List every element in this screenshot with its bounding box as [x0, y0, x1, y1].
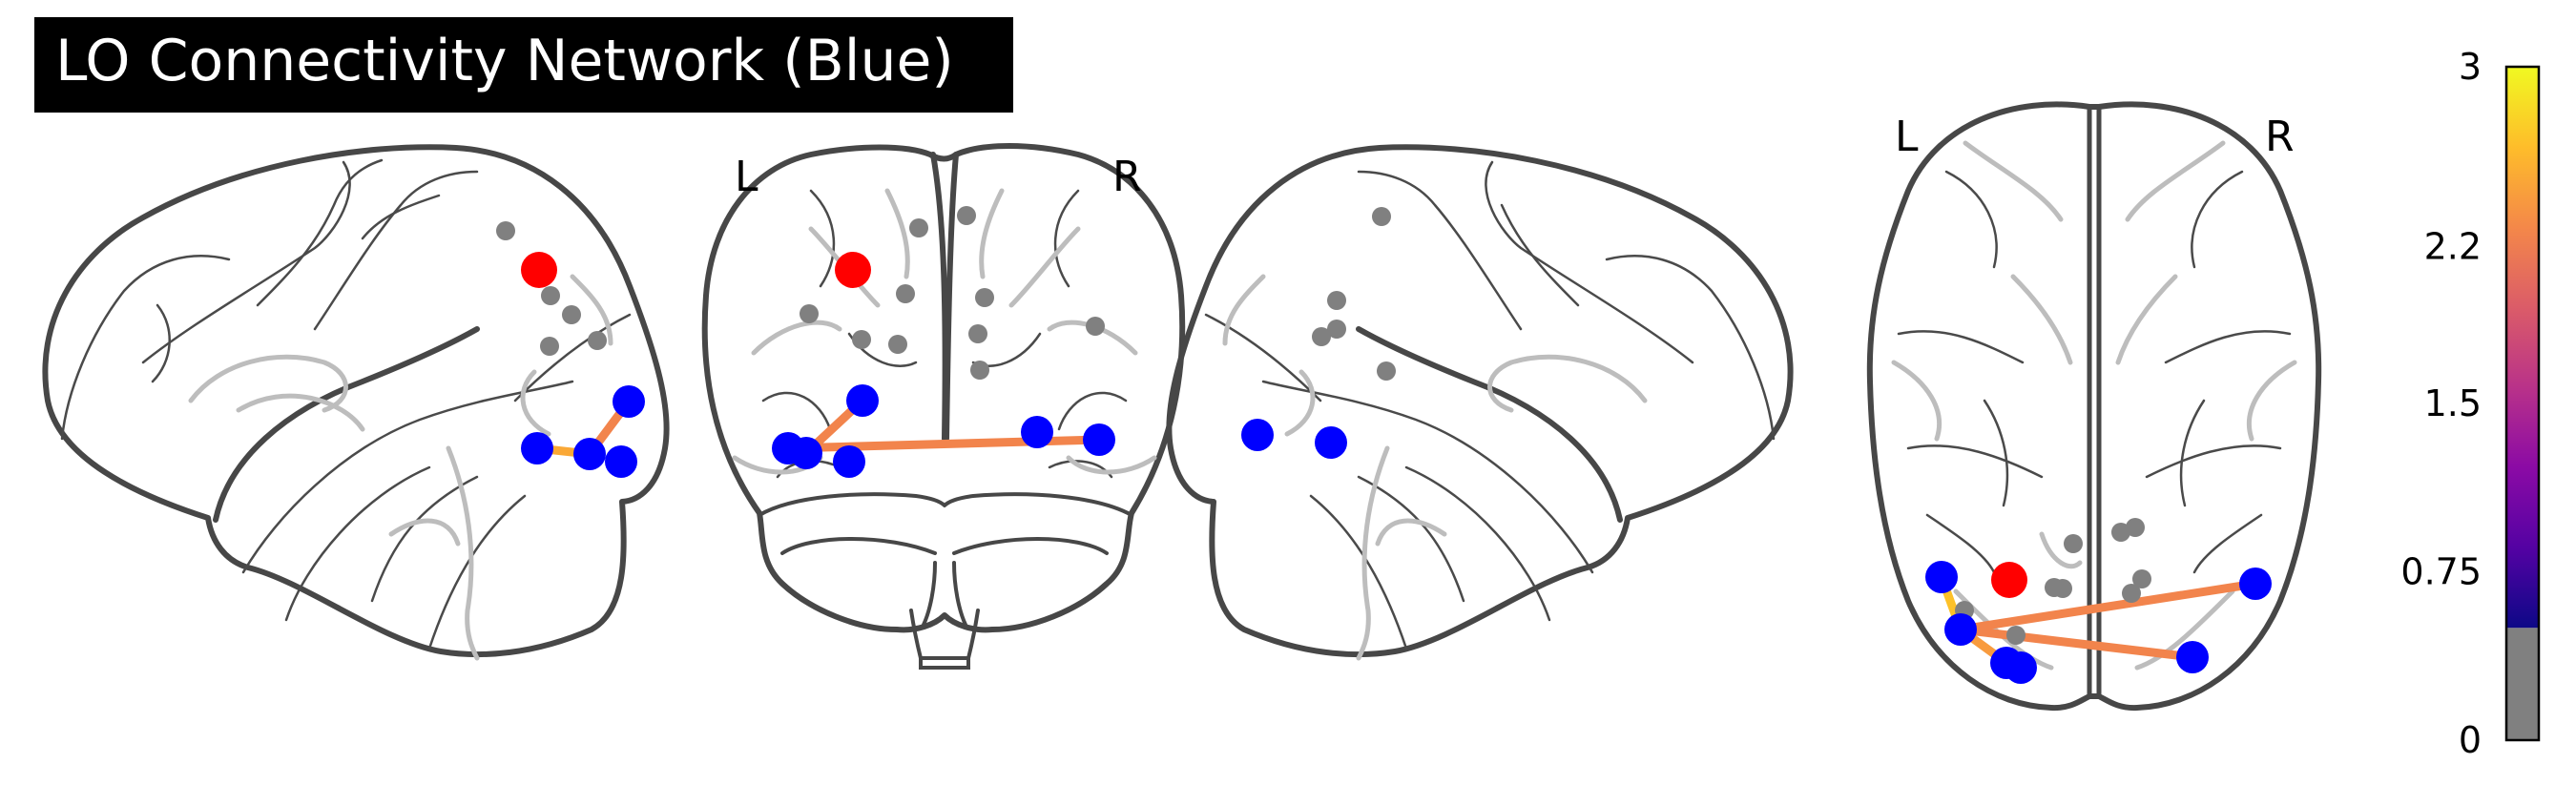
coronal-left-label: L — [735, 153, 758, 201]
coronal-sulci-light — [732, 188, 1157, 475]
sagittal-right-node-member-0 — [1241, 419, 1274, 451]
sagittal-right-outline — [1166, 144, 1794, 658]
coronal-outline — [701, 143, 1186, 633]
sagittal-left-sulci-dark — [60, 158, 632, 650]
coronal-edge-0 — [783, 435, 1104, 453]
coronal-node-member-2 — [790, 437, 822, 469]
axial-outline — [1866, 101, 2322, 712]
axial-edge-0 — [1956, 579, 2260, 634]
coronal-node-member-4 — [846, 384, 879, 417]
axial-node-other-9 — [2064, 534, 2083, 553]
axial-node-other-15 — [2132, 569, 2151, 588]
coronal-node-other-15 — [970, 361, 989, 380]
sagittal-left-node-other-8 — [540, 337, 559, 356]
sagittal-left-view — [42, 144, 670, 661]
coronal-node-other-14 — [968, 324, 987, 343]
sagittal-right-node-member-1 — [1315, 426, 1347, 459]
axial-node-other-13 — [2053, 579, 2072, 598]
sagittal-right-node-other-3 — [1327, 291, 1346, 310]
sagittal-left-node-member-3 — [605, 445, 637, 478]
axial-view: L R — [1866, 101, 2322, 712]
axial-sulci-dark — [1897, 170, 2292, 574]
axial-node-member-1 — [1925, 561, 1958, 593]
sagittal-left-node-other-7 — [562, 305, 581, 324]
colorbar-below-threshold — [2506, 628, 2539, 740]
sagittal-right-node-other-5 — [1312, 327, 1331, 346]
colorbar-tick-label: 0 — [2459, 719, 2482, 761]
figure-title: LO Connectivity Network (Blue) — [55, 28, 954, 94]
sagittal-left-node-other-9 — [588, 331, 607, 350]
sagittal-left-node-other-5 — [496, 221, 515, 240]
colorbar-tick-label: 3 — [2459, 46, 2482, 88]
colorbar: 3 2.2 1.5 0.75 0 — [2400, 46, 2541, 761]
sagittal-left-node-member-2 — [573, 438, 606, 470]
coronal-node-other-16 — [1086, 317, 1105, 336]
axial-edge-1 — [1956, 625, 2197, 662]
sagittal-left-node-other-6 — [541, 286, 560, 305]
axial-left-label: L — [1895, 113, 1919, 161]
sagittal-right-view — [1166, 144, 1794, 661]
axial-node-member-4 — [2005, 651, 2037, 684]
coronal-node-member-6 — [1083, 423, 1115, 456]
sagittal-right-node-other-2 — [1372, 207, 1391, 226]
coronal-nodes — [772, 206, 1115, 478]
sagittal-left-node-member-4 — [613, 385, 645, 418]
sagittal-right-nodes — [1241, 207, 1396, 459]
coronal-node-member-5 — [1021, 416, 1053, 448]
coronal-node-other-7 — [909, 218, 928, 237]
axial-nodes — [1925, 518, 2272, 684]
title-box: LO Connectivity Network (Blue) — [34, 17, 1013, 113]
sagittal-left-sulci-light — [188, 274, 613, 661]
colorbar-ticks: 3 2.2 1.5 0.75 0 — [2400, 46, 2482, 761]
sagittal-left-node-member-1 — [521, 432, 553, 464]
sagittal-left-node-seed-0 — [521, 252, 557, 288]
axial-node-member-5 — [2176, 641, 2209, 673]
sagittal-left-outline — [42, 144, 670, 658]
coronal-node-other-8 — [957, 206, 976, 225]
axial-node-other-14 — [2122, 584, 2141, 603]
sagittal-right-sulci-dark — [1204, 160, 1776, 650]
axial-right-label: R — [2265, 113, 2295, 161]
colorbar-tick-label: 1.5 — [2424, 382, 2482, 424]
coronal-right-label: R — [1112, 153, 1142, 201]
sagittal-right-node-other-4 — [1327, 320, 1346, 339]
axial-node-other-8 — [2006, 626, 2025, 645]
colorbar-frame — [2504, 65, 2541, 742]
colorbar-tick-label: 2.2 — [2424, 225, 2482, 267]
coronal-node-other-12 — [888, 335, 907, 354]
colorbar-gradient — [2506, 67, 2539, 629]
axial-node-seed-0 — [1991, 562, 2027, 598]
coronal-cerebellum — [780, 537, 1109, 670]
sagittal-left-nodes — [496, 221, 645, 478]
axial-node-other-11 — [2126, 518, 2145, 537]
coronal-node-other-11 — [852, 330, 871, 349]
coronal-node-other-10 — [896, 284, 915, 303]
coronal-node-seed-0 — [835, 252, 871, 288]
coronal-node-other-13 — [975, 288, 994, 307]
colorbar-tick-label: 0.75 — [2400, 551, 2482, 593]
sagittal-right-node-other-6 — [1377, 361, 1396, 381]
sagittal-right-sulci-light — [1222, 274, 1648, 661]
coronal-view: L R — [701, 143, 1186, 670]
axial-node-member-6 — [2239, 568, 2272, 600]
coronal-node-member-3 — [833, 445, 865, 478]
axial-node-member-2 — [1944, 613, 1977, 646]
coronal-node-other-9 — [800, 304, 819, 323]
